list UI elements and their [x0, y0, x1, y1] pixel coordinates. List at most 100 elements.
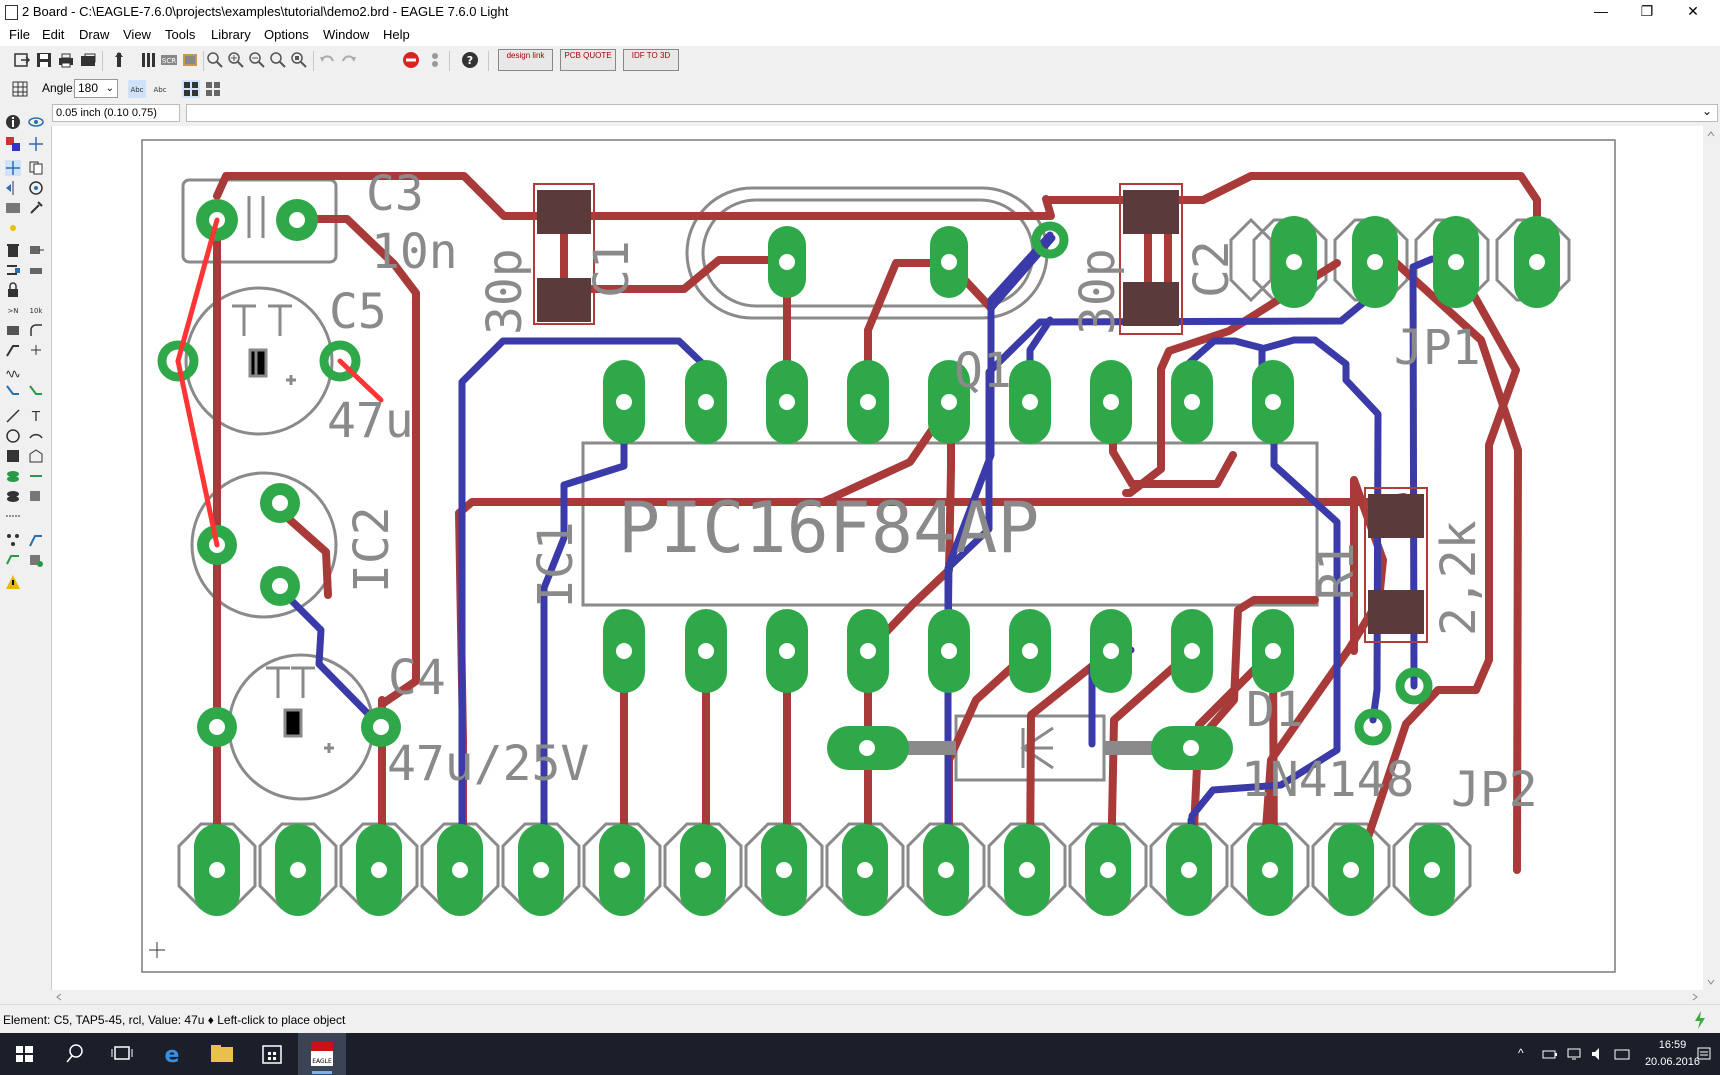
text-upright-icon[interactable]: Abc — [128, 80, 146, 98]
ratsnest-icon[interactable] — [5, 532, 21, 548]
text-icon[interactable]: T — [28, 408, 44, 424]
lock-icon-small[interactable] — [28, 262, 44, 278]
arc-icon[interactable] — [28, 428, 44, 444]
menu-library[interactable]: Library — [211, 27, 251, 42]
file-explorer-icon[interactable] — [198, 1033, 246, 1075]
zoom-select-icon[interactable] — [290, 51, 308, 69]
ripup-icon[interactable] — [28, 382, 44, 398]
design-link-button[interactable]: design link — [498, 49, 553, 71]
save-icon[interactable] — [35, 51, 53, 69]
add-icon[interactable] — [28, 242, 44, 258]
errors-icon[interactable] — [28, 552, 44, 568]
ulp-icon[interactable] — [181, 51, 199, 69]
value-icon[interactable]: 10k — [28, 302, 44, 318]
lock-icon[interactable] — [5, 282, 21, 298]
split-icon[interactable] — [5, 322, 21, 338]
dimension-icon[interactable] — [5, 508, 21, 524]
open-icon[interactable] — [13, 51, 31, 69]
optimize-icon[interactable] — [5, 342, 21, 358]
warning-icon[interactable] — [5, 574, 21, 590]
stop-icon[interactable] — [402, 51, 420, 69]
rect-icon[interactable] — [5, 448, 21, 464]
circle-icon[interactable] — [5, 428, 21, 444]
undo-icon[interactable] — [318, 51, 336, 69]
mark-icon[interactable] — [28, 136, 44, 152]
drc-icon[interactable] — [5, 552, 21, 568]
route-icon[interactable] — [5, 382, 21, 398]
minimize-button[interactable]: — — [1594, 3, 1608, 19]
network-icon[interactable] — [1566, 1046, 1582, 1062]
attribute-icon[interactable] — [28, 488, 44, 504]
meander-icon[interactable] — [28, 342, 44, 358]
menu-edit[interactable]: Edit — [42, 27, 65, 42]
redo-icon[interactable] — [340, 51, 358, 69]
mirror-icon[interactable] — [5, 180, 21, 196]
command-input[interactable] — [186, 104, 1718, 122]
info-icon[interactable] — [5, 114, 21, 130]
board-view[interactable]: C3 10n C5 47u C1 30p C2 30p Q1 JP1 IC1 P… — [52, 126, 1704, 990]
wire-icon[interactable] — [5, 408, 21, 424]
start-icon[interactable] — [0, 1033, 48, 1075]
polygon-icon[interactable] — [28, 448, 44, 464]
command-history-chevron-icon[interactable]: ⌄ — [1701, 104, 1712, 118]
tray-chevron-icon[interactable]: ^ — [1518, 1046, 1524, 1060]
script-icon[interactable] — [110, 51, 128, 69]
battery-icon[interactable] — [1542, 1046, 1558, 1062]
rotate-icon[interactable] — [28, 180, 44, 196]
display-icon[interactable] — [5, 136, 21, 152]
layer-bottom-icon[interactable] — [204, 80, 222, 98]
zoom-fit-icon[interactable] — [206, 51, 224, 69]
smash-icon[interactable]: >N — [5, 302, 21, 318]
idf-to-3d-button[interactable]: IDF TO 3D — [623, 49, 679, 71]
text-mirrored-icon[interactable]: Abc — [151, 80, 169, 98]
grid-icon[interactable] — [11, 80, 29, 98]
maximize-button[interactable]: ❐ — [1640, 3, 1654, 19]
hole-icon[interactable] — [5, 488, 21, 504]
drc-icon[interactable]: SCR — [160, 51, 178, 69]
menu-tools[interactable]: Tools — [165, 27, 196, 42]
keyboard-icon[interactable] — [1614, 1046, 1630, 1062]
edge-icon[interactable]: e — [148, 1033, 196, 1075]
print-icon[interactable] — [57, 51, 75, 69]
board-icon[interactable] — [140, 51, 158, 69]
task-view-icon[interactable] — [98, 1033, 146, 1075]
vertical-scrollbar[interactable] — [1703, 126, 1720, 990]
eagle-app-icon[interactable]: EAGLE — [298, 1033, 346, 1075]
menu-draw[interactable]: Draw — [79, 27, 110, 42]
close-button[interactable]: ✕ — [1687, 3, 1699, 19]
paste-icon[interactable] — [5, 220, 21, 236]
menu-help[interactable]: Help — [383, 27, 410, 42]
via-icon[interactable] — [5, 468, 21, 484]
pcb-quote-button[interactable]: PCB QUOTE — [560, 49, 616, 71]
change-icon[interactable] — [28, 200, 44, 216]
notifications-icon[interactable] — [1696, 1046, 1712, 1062]
clock[interactable]: 16:59 20.06.2016 — [1645, 1037, 1700, 1071]
signal-wire-icon[interactable] — [28, 468, 44, 484]
zoom-redraw-icon[interactable] — [269, 51, 287, 69]
help-icon[interactable]: ? — [461, 51, 479, 69]
layer-top-icon[interactable] — [182, 80, 200, 98]
miter-icon[interactable] — [28, 322, 44, 338]
group-icon[interactable] — [5, 200, 21, 216]
menu-view[interactable]: View — [123, 27, 151, 42]
horizontal-scrollbar[interactable] — [51, 990, 1703, 1004]
go-icon[interactable] — [426, 51, 444, 69]
signal-icon[interactable] — [5, 362, 21, 378]
drawing-canvas[interactable]: C3 10n C5 47u C1 30p C2 30p Q1 JP1 IC1 P… — [51, 126, 1704, 990]
menu-window[interactable]: Window — [323, 27, 370, 42]
move-icon[interactable] — [5, 160, 21, 176]
menu-file[interactable]: File — [9, 27, 30, 42]
zoom-in-icon[interactable] — [227, 51, 245, 69]
menu-options[interactable]: Options — [264, 27, 309, 42]
show-icon[interactable] — [28, 114, 44, 130]
store-icon[interactable] — [248, 1033, 296, 1075]
autorouter-icon[interactable] — [28, 532, 44, 548]
angle-select[interactable]: 180⌄ — [74, 79, 118, 98]
delete-icon[interactable] — [5, 242, 21, 258]
zoom-out-icon[interactable] — [248, 51, 266, 69]
search-icon[interactable] — [50, 1033, 98, 1075]
copy-icon[interactable] — [28, 160, 44, 176]
volume-icon[interactable] — [1590, 1046, 1606, 1062]
cam-icon[interactable] — [79, 51, 97, 69]
replace-icon[interactable] — [5, 262, 21, 278]
